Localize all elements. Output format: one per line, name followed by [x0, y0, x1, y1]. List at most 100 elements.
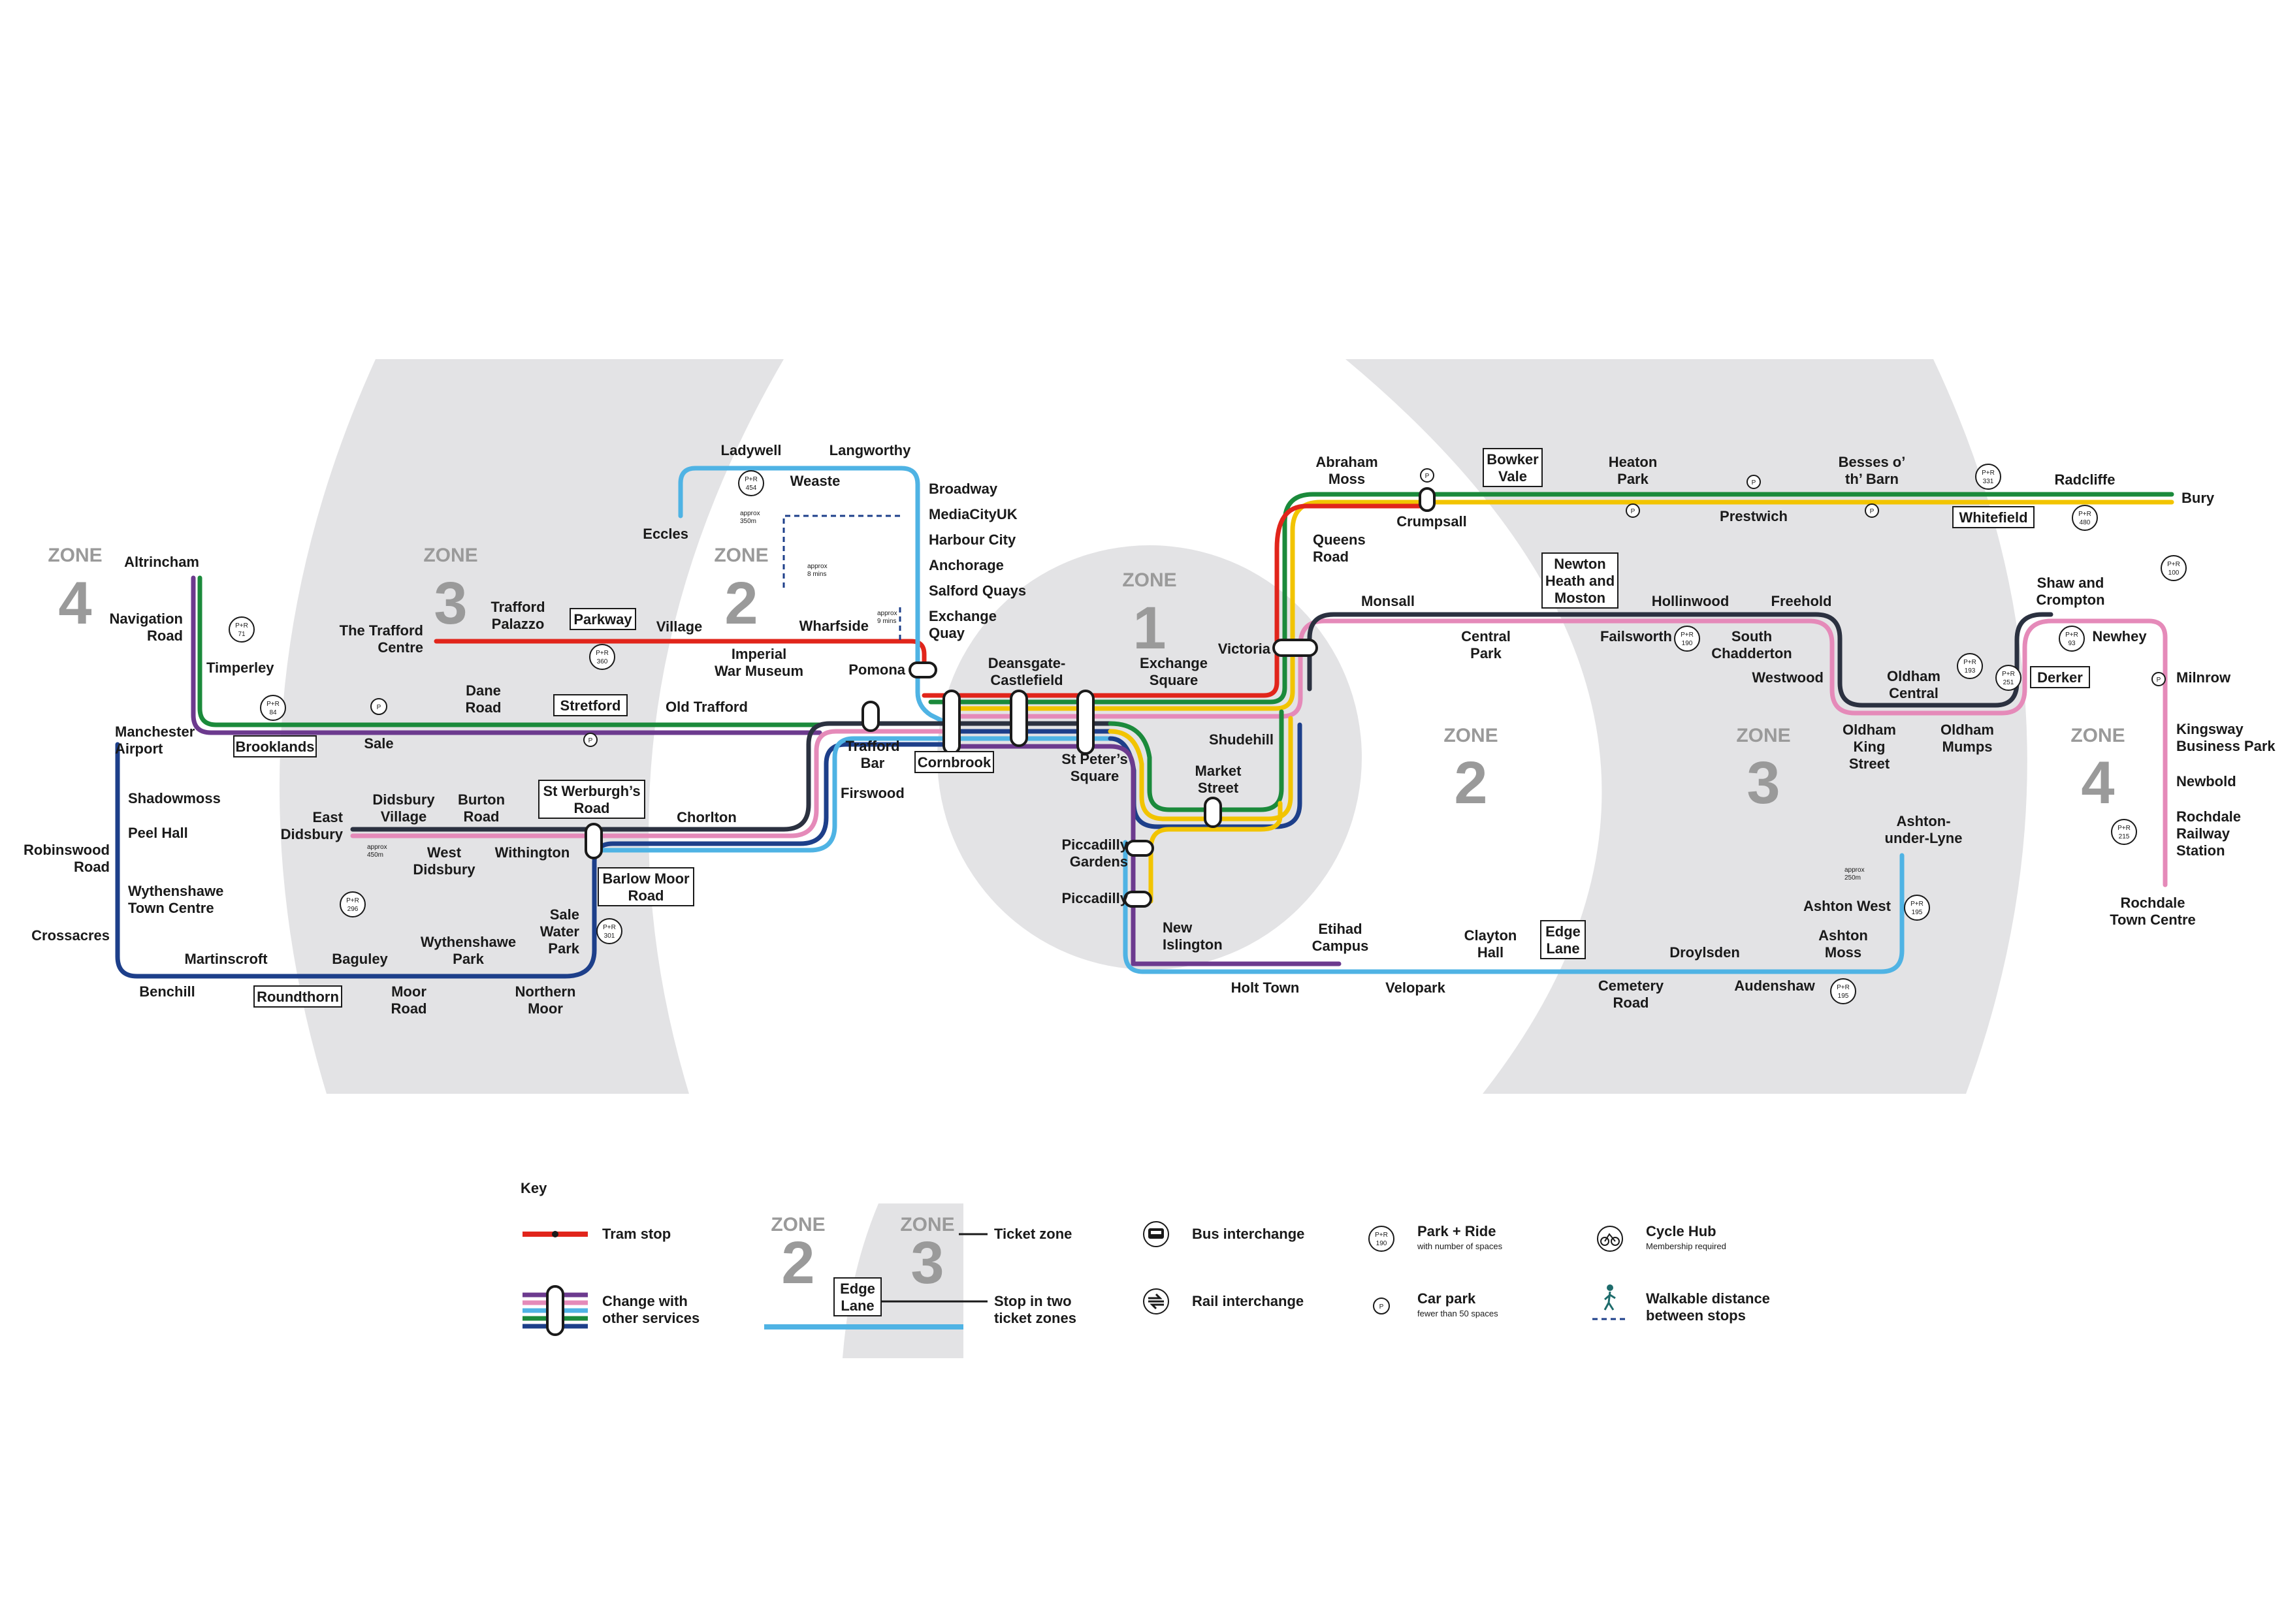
stop-anchorage[interactable]: Anchorage [929, 557, 1004, 573]
stop-deansgate-castlefield[interactable]: Deansgate-Castlefield [988, 655, 1066, 688]
stop-timperley[interactable]: Timperley [206, 660, 274, 676]
stop-radcliffe[interactable]: Radcliffe [2055, 471, 2116, 488]
stop-wharfside[interactable]: Wharfside [799, 618, 869, 634]
stop-victoria[interactable]: Victoria [1218, 641, 1271, 657]
interchange-piccadilly[interactable] [1123, 891, 1152, 908]
stop-bury[interactable]: Bury [2181, 490, 2215, 506]
stop-peel-hall[interactable]: Peel Hall [128, 825, 188, 841]
stop-langworthy[interactable]: Langworthy [829, 442, 911, 458]
stop-hollinwood[interactable]: Hollinwood [1652, 593, 1730, 609]
stop-shudehill[interactable]: Shudehill [1209, 731, 1274, 748]
stop-withington[interactable]: Withington [495, 844, 570, 861]
stop-westwood[interactable]: Westwood [1752, 669, 1824, 686]
stop-cornbrook[interactable]: Cornbrook [914, 751, 994, 773]
stop-ashton-under-lyne[interactable]: Ashton-under-Lyne [1885, 813, 1963, 846]
stop-brooklands[interactable]: Brooklands [233, 735, 317, 757]
stop-holt-town[interactable]: Holt Town [1231, 979, 1300, 996]
stop-besses-o-th-barn[interactable]: Besses o’th’ Barn [1839, 454, 1906, 487]
stop-stretford[interactable]: Stretford [553, 694, 628, 716]
stop-prestwich[interactable]: Prestwich [1720, 508, 1788, 524]
stop-benchill[interactable]: Benchill [139, 983, 195, 1000]
stop-newhey[interactable]: Newhey [2092, 628, 2147, 645]
stop-pomona[interactable]: Pomona [848, 661, 906, 678]
interchange-pomona[interactable] [909, 661, 937, 678]
stop-audenshaw[interactable]: Audenshaw [1734, 978, 1815, 994]
interchange-st-werburghs[interactable] [585, 823, 603, 859]
stop-shadowmoss[interactable]: Shadowmoss [128, 790, 221, 806]
stop-weaste[interactable]: Weaste [790, 473, 841, 489]
stop-piccadilly[interactable]: Piccadilly [1061, 890, 1128, 906]
stop-salford-quays[interactable]: Salford Quays [929, 582, 1026, 599]
stop-roundthorn[interactable]: Roundthorn [253, 985, 342, 1008]
stop-broadway[interactable]: Broadway [929, 481, 998, 497]
interchange-victoria[interactable] [1272, 639, 1318, 657]
stop-derker[interactable]: Derker [2030, 666, 2090, 688]
stop-crumpsall[interactable]: Crumpsall [1396, 513, 1467, 530]
stop-altrincham[interactable]: Altrincham [124, 554, 199, 570]
stop-harbour-city[interactable]: Harbour City [929, 532, 1016, 548]
interchange-trafford-bar[interactable] [861, 701, 880, 732]
stop-sale[interactable]: Sale [364, 735, 393, 752]
stop-milnrow[interactable]: Milnrow [2176, 669, 2231, 686]
stop-droylsden[interactable]: Droylsden [1669, 944, 1740, 961]
interchange-deansgate[interactable] [1010, 690, 1028, 747]
stop-failsworth[interactable]: Failsworth [1600, 628, 1672, 645]
interchange-piccadilly-gardens[interactable] [1125, 840, 1154, 857]
stop-crossacres[interactable]: Crossacres [31, 927, 110, 944]
stop-parkway[interactable]: Parkway [570, 608, 636, 630]
stop-chorlton[interactable]: Chorlton [677, 809, 737, 825]
stop-martinscroft[interactable]: Martinscroft [184, 951, 268, 967]
stop-velopark[interactable]: Velopark [1385, 979, 1445, 996]
stop-firswood[interactable]: Firswood [841, 785, 905, 801]
interchange-crumpsall[interactable] [1419, 487, 1436, 512]
stop-ashton-west[interactable]: Ashton West [1803, 898, 1892, 914]
interchange-st-peters[interactable] [1076, 690, 1095, 755]
stop-newbold[interactable]: Newbold [2176, 773, 2236, 789]
stop-old-trafford[interactable]: Old Trafford [666, 699, 748, 715]
stop-freehold[interactable]: Freehold [1771, 593, 1832, 609]
stop-baguley[interactable]: Baguley [332, 951, 388, 967]
stop-mediacityuk[interactable]: MediaCityUK [929, 506, 1018, 522]
stop-ladywell[interactable]: Ladywell [721, 442, 782, 458]
interchange-cornbrook[interactable] [942, 690, 961, 755]
interchange-market-street[interactable] [1204, 797, 1222, 828]
